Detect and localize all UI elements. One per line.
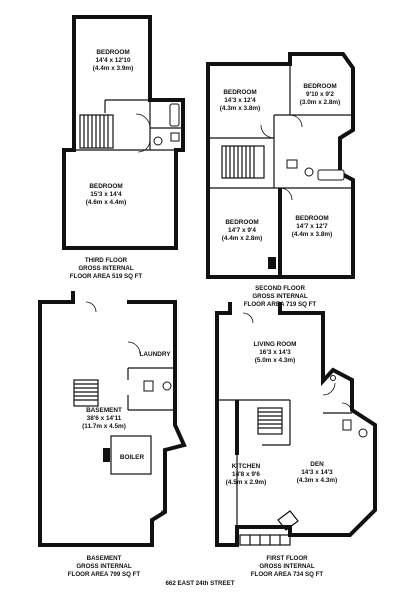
stairs — [221, 145, 265, 179]
stairs — [257, 407, 283, 435]
bathtub-icon — [169, 103, 180, 127]
room-size-metric: (4.3m x 4.3m) — [297, 477, 338, 484]
sink-icon — [342, 419, 352, 431]
floor-caption: BASEMENT — [87, 555, 122, 562]
door-swing — [135, 113, 151, 129]
room-name: BEDROOM — [295, 215, 328, 222]
room-name: BEDROOM — [89, 183, 122, 190]
room-size-metric: (11.7m x 4.5m) — [82, 423, 126, 430]
room-size: 14'4 x 12'10 — [95, 57, 130, 64]
room-name: LAUNDRY — [139, 351, 171, 358]
room-size: 14'7 x 9'4 — [228, 227, 256, 234]
floor-caption: FIRST FLOOR — [266, 555, 308, 562]
toilet-icon — [153, 136, 163, 146]
stairs — [79, 114, 114, 149]
toilet-icon — [358, 428, 368, 438]
basement-plan: LAUNDRY BASEMENT 38'6 x 14'11 (11.7m x 4… — [38, 291, 187, 578]
floor-caption: GROSS INTERNAL — [252, 293, 308, 300]
bathtub-icon — [317, 169, 345, 181]
room-size: 38'6 x 14'11 — [87, 415, 122, 422]
door-swing — [151, 509, 163, 521]
room-name: LIVING ROOM — [254, 341, 297, 348]
room-size: 14'3 x 12'4 — [224, 97, 256, 104]
room-name: BEDROOM — [303, 83, 336, 90]
room-name: KITCHEN — [232, 463, 261, 470]
room-size-metric: (4.4m x 2.8m) — [222, 235, 263, 242]
door-swing — [137, 139, 151, 153]
stairs — [73, 379, 99, 407]
first-floor-plan: LIVING ROOM 16'3 x 14'3 (5.0m x 4.3m) KI… — [215, 302, 377, 578]
boiler-room-outline — [110, 435, 152, 475]
floor-caption: GROSS INTERNAL — [259, 563, 315, 570]
floor-caption: FLOOR AREA 734 SQ FT — [251, 571, 324, 578]
sink-icon — [286, 159, 298, 169]
floor-caption: THIRD FLOOR — [85, 257, 128, 264]
sink-icon — [170, 132, 180, 142]
room-size-metric: (4.3m x 3.8m) — [220, 105, 261, 112]
closet-block — [268, 257, 276, 269]
room-size-metric: (4.6m x 4.4m) — [86, 199, 127, 206]
room-name: BOILER — [120, 454, 145, 461]
door-swing — [279, 187, 293, 201]
sink-icon — [143, 380, 154, 392]
room-size-metric: (5.0m x 4.3m) — [255, 357, 296, 364]
door-swing — [289, 114, 303, 128]
floor-caption: FLOOR AREA 799 SQ FT — [68, 571, 141, 578]
room-size: 14'3 x 14'3 — [301, 469, 333, 476]
room-size: 15'3 x 14'4 — [90, 191, 122, 198]
room-name: DEN — [310, 461, 324, 468]
floor-caption: FLOOR AREA 519 SQ FT — [70, 273, 143, 280]
room-name: BEDROOM — [223, 89, 256, 96]
second-floor-plan: BEDROOM 14'3 x 12'4 (4.3m x 3.8m) BEDROO… — [206, 52, 355, 308]
door-swing — [127, 341, 141, 355]
third-floor-plan: BEDROOM 14'4 x 12'10 (4.4m x 3.9m) BEDRO… — [62, 15, 185, 280]
room-size: 9'10 x 9'2 — [306, 91, 334, 98]
light-fixture-icon — [330, 375, 336, 381]
door-swing — [322, 382, 336, 396]
room-size-metric: (4.5m x 2.9m) — [226, 479, 267, 486]
door-swing — [260, 124, 275, 139]
entry-steps — [239, 510, 299, 546]
room-size: 14'8 x 9'6 — [232, 471, 260, 478]
door-swing — [85, 301, 97, 313]
toilet-icon — [162, 381, 172, 391]
room-size-metric: (4.4m x 3.9m) — [93, 65, 134, 72]
room-size: 14'7 x 12'7 — [296, 223, 328, 230]
room-name: BEDROOM — [225, 219, 258, 226]
room-size-metric: (4.4m x 3.8m) — [292, 231, 333, 238]
floor-caption: SECOND FLOOR — [255, 285, 305, 292]
door-swing — [242, 312, 254, 324]
room-name: BEDROOM — [96, 49, 129, 56]
property-address: 662 EAST 24th STREET — [165, 580, 234, 587]
floor-caption: GROSS INTERNAL — [78, 265, 134, 272]
door-swing — [341, 402, 353, 414]
room-name: BASEMENT — [86, 407, 122, 414]
toilet-icon — [304, 167, 314, 177]
room-size: 16'3 x 14'3 — [259, 349, 291, 356]
floor-caption: GROSS INTERNAL — [76, 563, 132, 570]
boiler-unit — [103, 448, 110, 462]
room-size-metric: (3.0m x 2.8m) — [300, 99, 341, 106]
